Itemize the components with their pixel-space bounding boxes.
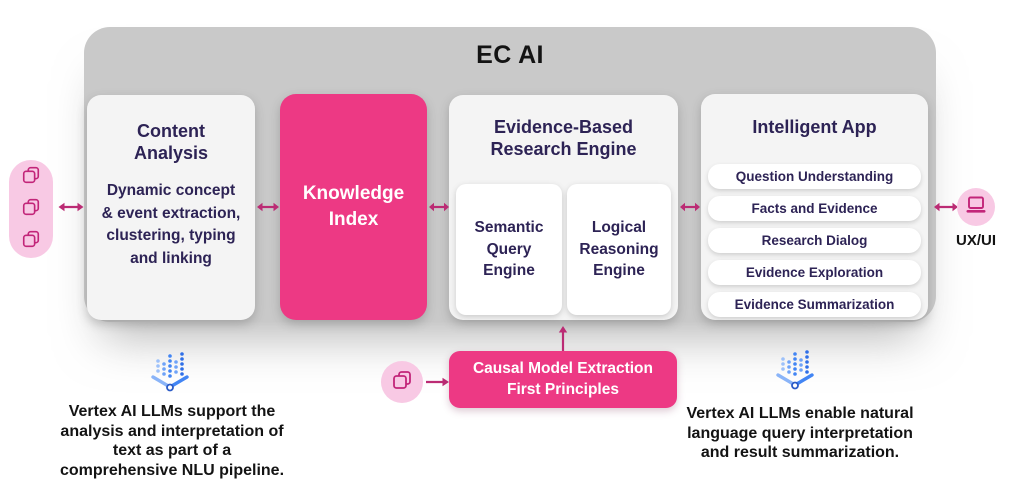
research-engine-title: Evidence-Based Research Engine xyxy=(490,117,637,159)
bidirectional-arrow xyxy=(429,202,449,212)
bidirectional-arrow xyxy=(680,202,700,212)
bidirectional-arrow xyxy=(934,202,958,212)
feature-pill-facts-and-evidence: Facts and Evidence xyxy=(708,196,921,221)
logical-reasoning-engine-label: Logical Reasoning Engine xyxy=(579,218,659,280)
caption-right: Vertex AI LLMs enable natural language q… xyxy=(686,405,914,462)
ux-ui-label: UX/UI xyxy=(955,232,996,249)
document-copy-icon xyxy=(21,197,41,222)
semantic-query-engine-box: Semantic Query Engine xyxy=(456,184,562,315)
causal-input-badge xyxy=(381,361,423,403)
content-analysis-title: Content Analysis xyxy=(133,121,209,163)
vertex-ai-icon xyxy=(148,350,194,399)
intelligent-app-title: Intelligent App xyxy=(752,117,877,137)
knowledge-index-box: Knowledge Index xyxy=(280,94,427,320)
intelligent-app-box: Intelligent App Question Understanding F… xyxy=(701,94,928,320)
causal-model-extraction-box: Causal Model Extraction First Principles xyxy=(449,351,677,408)
content-analysis-box: Content Analysis Dynamic concept & event… xyxy=(87,95,255,320)
research-engine-box: Evidence-Based Research Engine Semantic … xyxy=(449,95,678,320)
bidirectional-arrow xyxy=(257,202,279,212)
input-documents-badge xyxy=(9,160,53,258)
bidirectional-arrow xyxy=(58,202,84,212)
caption-left: Vertex AI LLMs support the analysis and … xyxy=(59,403,285,479)
content-analysis-body: Dynamic concept & event extraction, clus… xyxy=(101,182,241,267)
up-arrow xyxy=(558,326,568,351)
semantic-query-engine-label: Semantic Query Engine xyxy=(474,218,544,280)
document-copy-icon xyxy=(21,229,41,254)
feature-pill-evidence-summarization: Evidence Summarization xyxy=(708,292,921,317)
feature-pill-question-understanding: Question Understanding xyxy=(708,164,921,189)
feature-pill-evidence-exploration: Evidence Exploration xyxy=(708,260,921,285)
document-copy-icon xyxy=(391,369,413,396)
causal-box-line1: Causal Model Extraction xyxy=(472,360,653,378)
diagram-title: EC AI xyxy=(476,41,544,69)
knowledge-index-title: Knowledge Index xyxy=(302,183,405,230)
right-arrow xyxy=(426,377,449,387)
document-copy-icon xyxy=(21,165,41,190)
laptop-icon xyxy=(964,195,988,220)
ux-output-badge xyxy=(957,188,995,226)
feature-pill-research-dialog: Research Dialog xyxy=(708,228,921,253)
causal-box-line2: First Principles xyxy=(507,380,619,398)
logical-reasoning-engine-box: Logical Reasoning Engine xyxy=(567,184,671,315)
vertex-ai-icon xyxy=(773,348,819,397)
